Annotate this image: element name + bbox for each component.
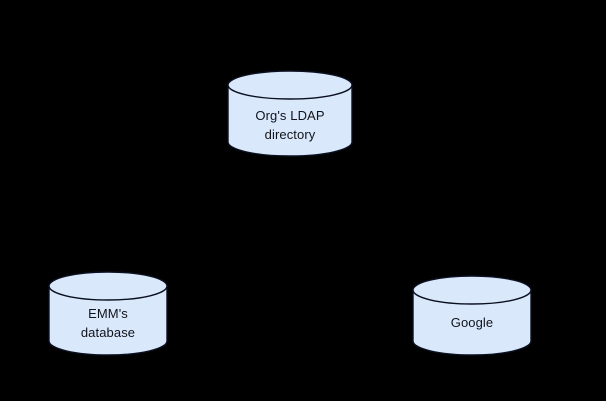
- node-google[interactable]: Google: [412, 275, 532, 356]
- database-cylinder-icon: [412, 275, 532, 356]
- database-cylinder-icon: [48, 271, 168, 356]
- database-cylinder-icon: [227, 70, 353, 157]
- node-emm-database[interactable]: EMM's database: [48, 271, 168, 356]
- node-org-ldap-directory[interactable]: Org's LDAP directory: [227, 70, 353, 157]
